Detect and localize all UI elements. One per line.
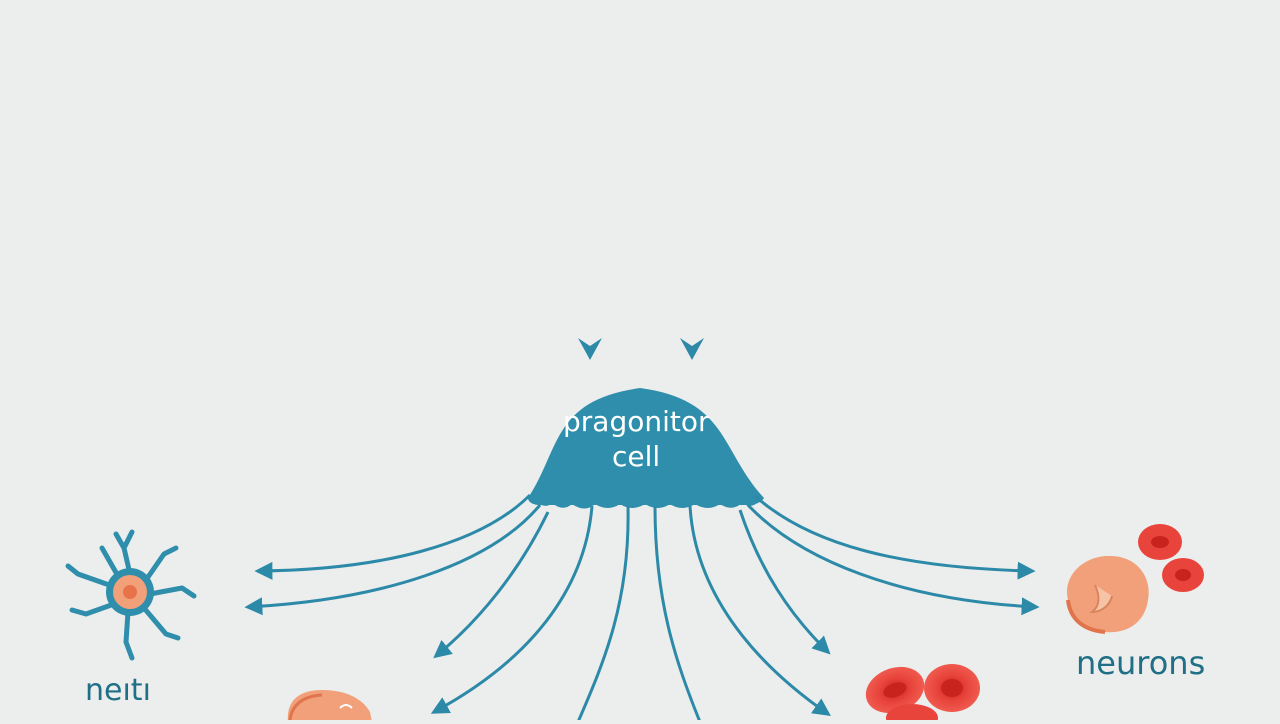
arrow-right-lower (746, 503, 1040, 616)
orange-tissue-cell-icon (1066, 555, 1149, 634)
incoming-arrows (578, 20, 704, 360)
arrow-center-right (653, 505, 702, 723)
incoming-arrowhead-right (680, 338, 704, 360)
differentiation-arrows (244, 493, 1040, 723)
orange-cell-icon (287, 690, 372, 722)
left-cell-label: neıtı (85, 673, 151, 708)
arrow-right-mid (738, 509, 831, 655)
incoming-arrowhead-left (578, 338, 602, 360)
red-blood-cell-icon (865, 664, 980, 724)
arrow-left-mid (433, 511, 550, 659)
arrow-right-bottom (688, 505, 831, 717)
arrow-left-upper (254, 493, 532, 580)
arrow-center-left (576, 505, 630, 723)
glial-cell-icon (65, 529, 197, 661)
progenitor-cell-label-line2: cell (612, 440, 661, 473)
right-cell-label: neurons (1076, 644, 1206, 682)
red-blood-cell-small-icon (1138, 524, 1204, 592)
arrow-left-bottom (430, 505, 594, 714)
arrow-right-upper (754, 494, 1036, 580)
arrow-left-lower (244, 504, 542, 616)
progenitor-cell-label-line1: pragonitor (563, 405, 710, 438)
